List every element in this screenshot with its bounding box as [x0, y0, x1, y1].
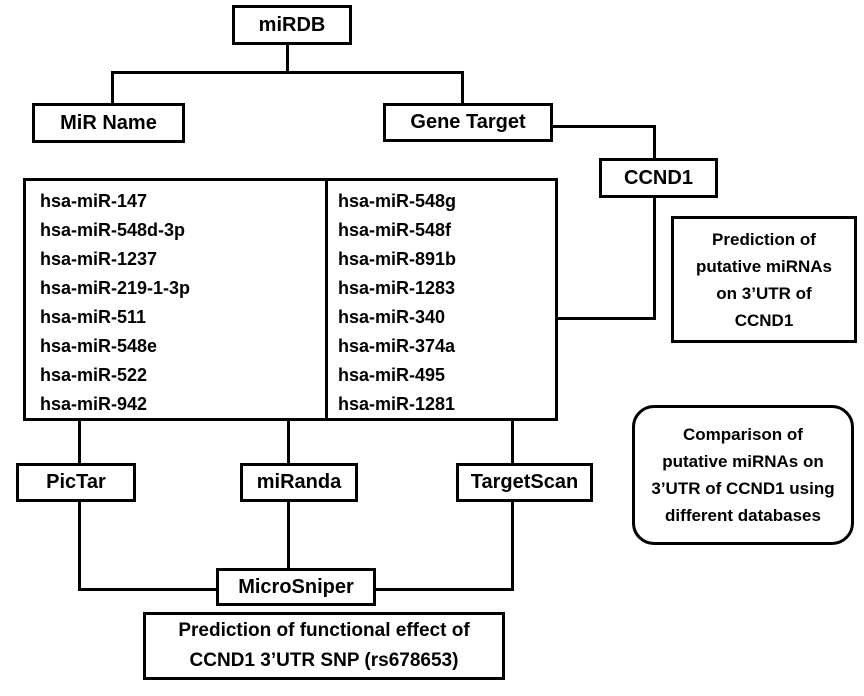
- annotation-comparison-text: Comparison of putative miRNAs on 3’UTR o…: [651, 425, 835, 525]
- mirna-list-right-column: hsa-miR-548g hsa-miR-548f hsa-miR-891b h…: [328, 181, 555, 418]
- connector-ccnd1-to-list: [558, 317, 656, 320]
- mirna-item: hsa-miR-511: [40, 307, 147, 327]
- mirna-item: hsa-miR-340: [338, 307, 446, 327]
- connector-to-gene-target: [461, 71, 464, 103]
- node-gene-target: Gene Target: [383, 103, 553, 142]
- node-mir-name-label: MiR Name: [60, 111, 157, 134]
- mirna-item: hsa-miR-374a: [338, 336, 456, 356]
- node-microsniper: MicroSniper: [216, 568, 376, 606]
- mirna-item: hsa-miR-522: [40, 365, 148, 385]
- connector-to-mir-name: [111, 71, 114, 103]
- node-mirdb: miRDB: [232, 5, 352, 45]
- mirna-item: hsa-miR-1281: [338, 394, 456, 414]
- node-targetscan-label: TargetScan: [470, 471, 579, 493]
- node-targetscan: TargetScan: [456, 463, 593, 502]
- mirna-item: hsa-miR-548d-3p: [40, 220, 186, 240]
- connector-pictar-down: [78, 502, 81, 591]
- node-ccnd1-label: CCND1: [624, 166, 693, 189]
- connector-targetscan-to-microsniper: [376, 588, 514, 591]
- connector-list-to-pictar: [78, 420, 81, 463]
- annotation-prediction-utr-text: Prediction of putative miRNAs on 3’UTR o…: [695, 229, 833, 330]
- mirna-item: hsa-miR-548g: [338, 191, 457, 211]
- mirna-item: hsa-miR-891b: [338, 249, 457, 269]
- connector-gene-target-right: [553, 125, 656, 128]
- connector-mirdb-branch: [111, 71, 464, 74]
- mirna-item: hsa-miR-1283: [338, 278, 456, 298]
- connector-miranda-to-microsniper: [287, 502, 290, 568]
- mirna-item: hsa-miR-942: [40, 394, 148, 414]
- node-miranda-label: miRanda: [256, 471, 342, 493]
- annotation-functional-effect-text: Prediction of functional effect of CCND1…: [178, 620, 470, 671]
- annotation-prediction-utr-box: Prediction of putative miRNAs on 3’UTR o…: [671, 216, 857, 343]
- connector-targetscan-down: [511, 502, 514, 591]
- node-ccnd1: CCND1: [599, 158, 718, 198]
- connector-list-to-miranda: [287, 420, 290, 463]
- mirna-list-box: hsa-miR-147 hsa-miR-548d-3p hsa-miR-1237…: [23, 178, 558, 421]
- mirna-item: hsa-miR-495: [338, 365, 446, 385]
- connector-pictar-to-microsniper: [78, 588, 216, 591]
- node-microsniper-label: MicroSniper: [238, 575, 354, 598]
- connector-ccnd1-down: [653, 197, 656, 320]
- mirna-item: hsa-miR-548f: [338, 220, 452, 240]
- mirna-item: hsa-miR-1237: [40, 249, 158, 269]
- node-miranda: miRanda: [240, 463, 358, 502]
- mirna-item: hsa-miR-548e: [40, 336, 158, 356]
- node-mir-name: MiR Name: [32, 103, 185, 143]
- connector-ccnd1-stem: [653, 125, 656, 158]
- mirna-item: hsa-miR-147: [40, 191, 148, 211]
- annotation-comparison-box: Comparison of putative miRNAs on 3’UTR o…: [632, 405, 854, 545]
- node-gene-target-label: Gene Target: [410, 111, 526, 133]
- connector-mirdb-stem: [286, 44, 289, 74]
- annotation-functional-effect-box: Prediction of functional effect of CCND1…: [143, 612, 505, 680]
- node-pictar-label: PicTar: [46, 471, 106, 493]
- mirna-item: hsa-miR-219-1-3p: [40, 278, 191, 298]
- node-mirdb-label: miRDB: [258, 13, 326, 36]
- mirna-list-left-column: hsa-miR-147 hsa-miR-548d-3p hsa-miR-1237…: [26, 181, 328, 418]
- node-pictar: PicTar: [16, 463, 136, 502]
- connector-list-to-targetscan: [511, 420, 514, 463]
